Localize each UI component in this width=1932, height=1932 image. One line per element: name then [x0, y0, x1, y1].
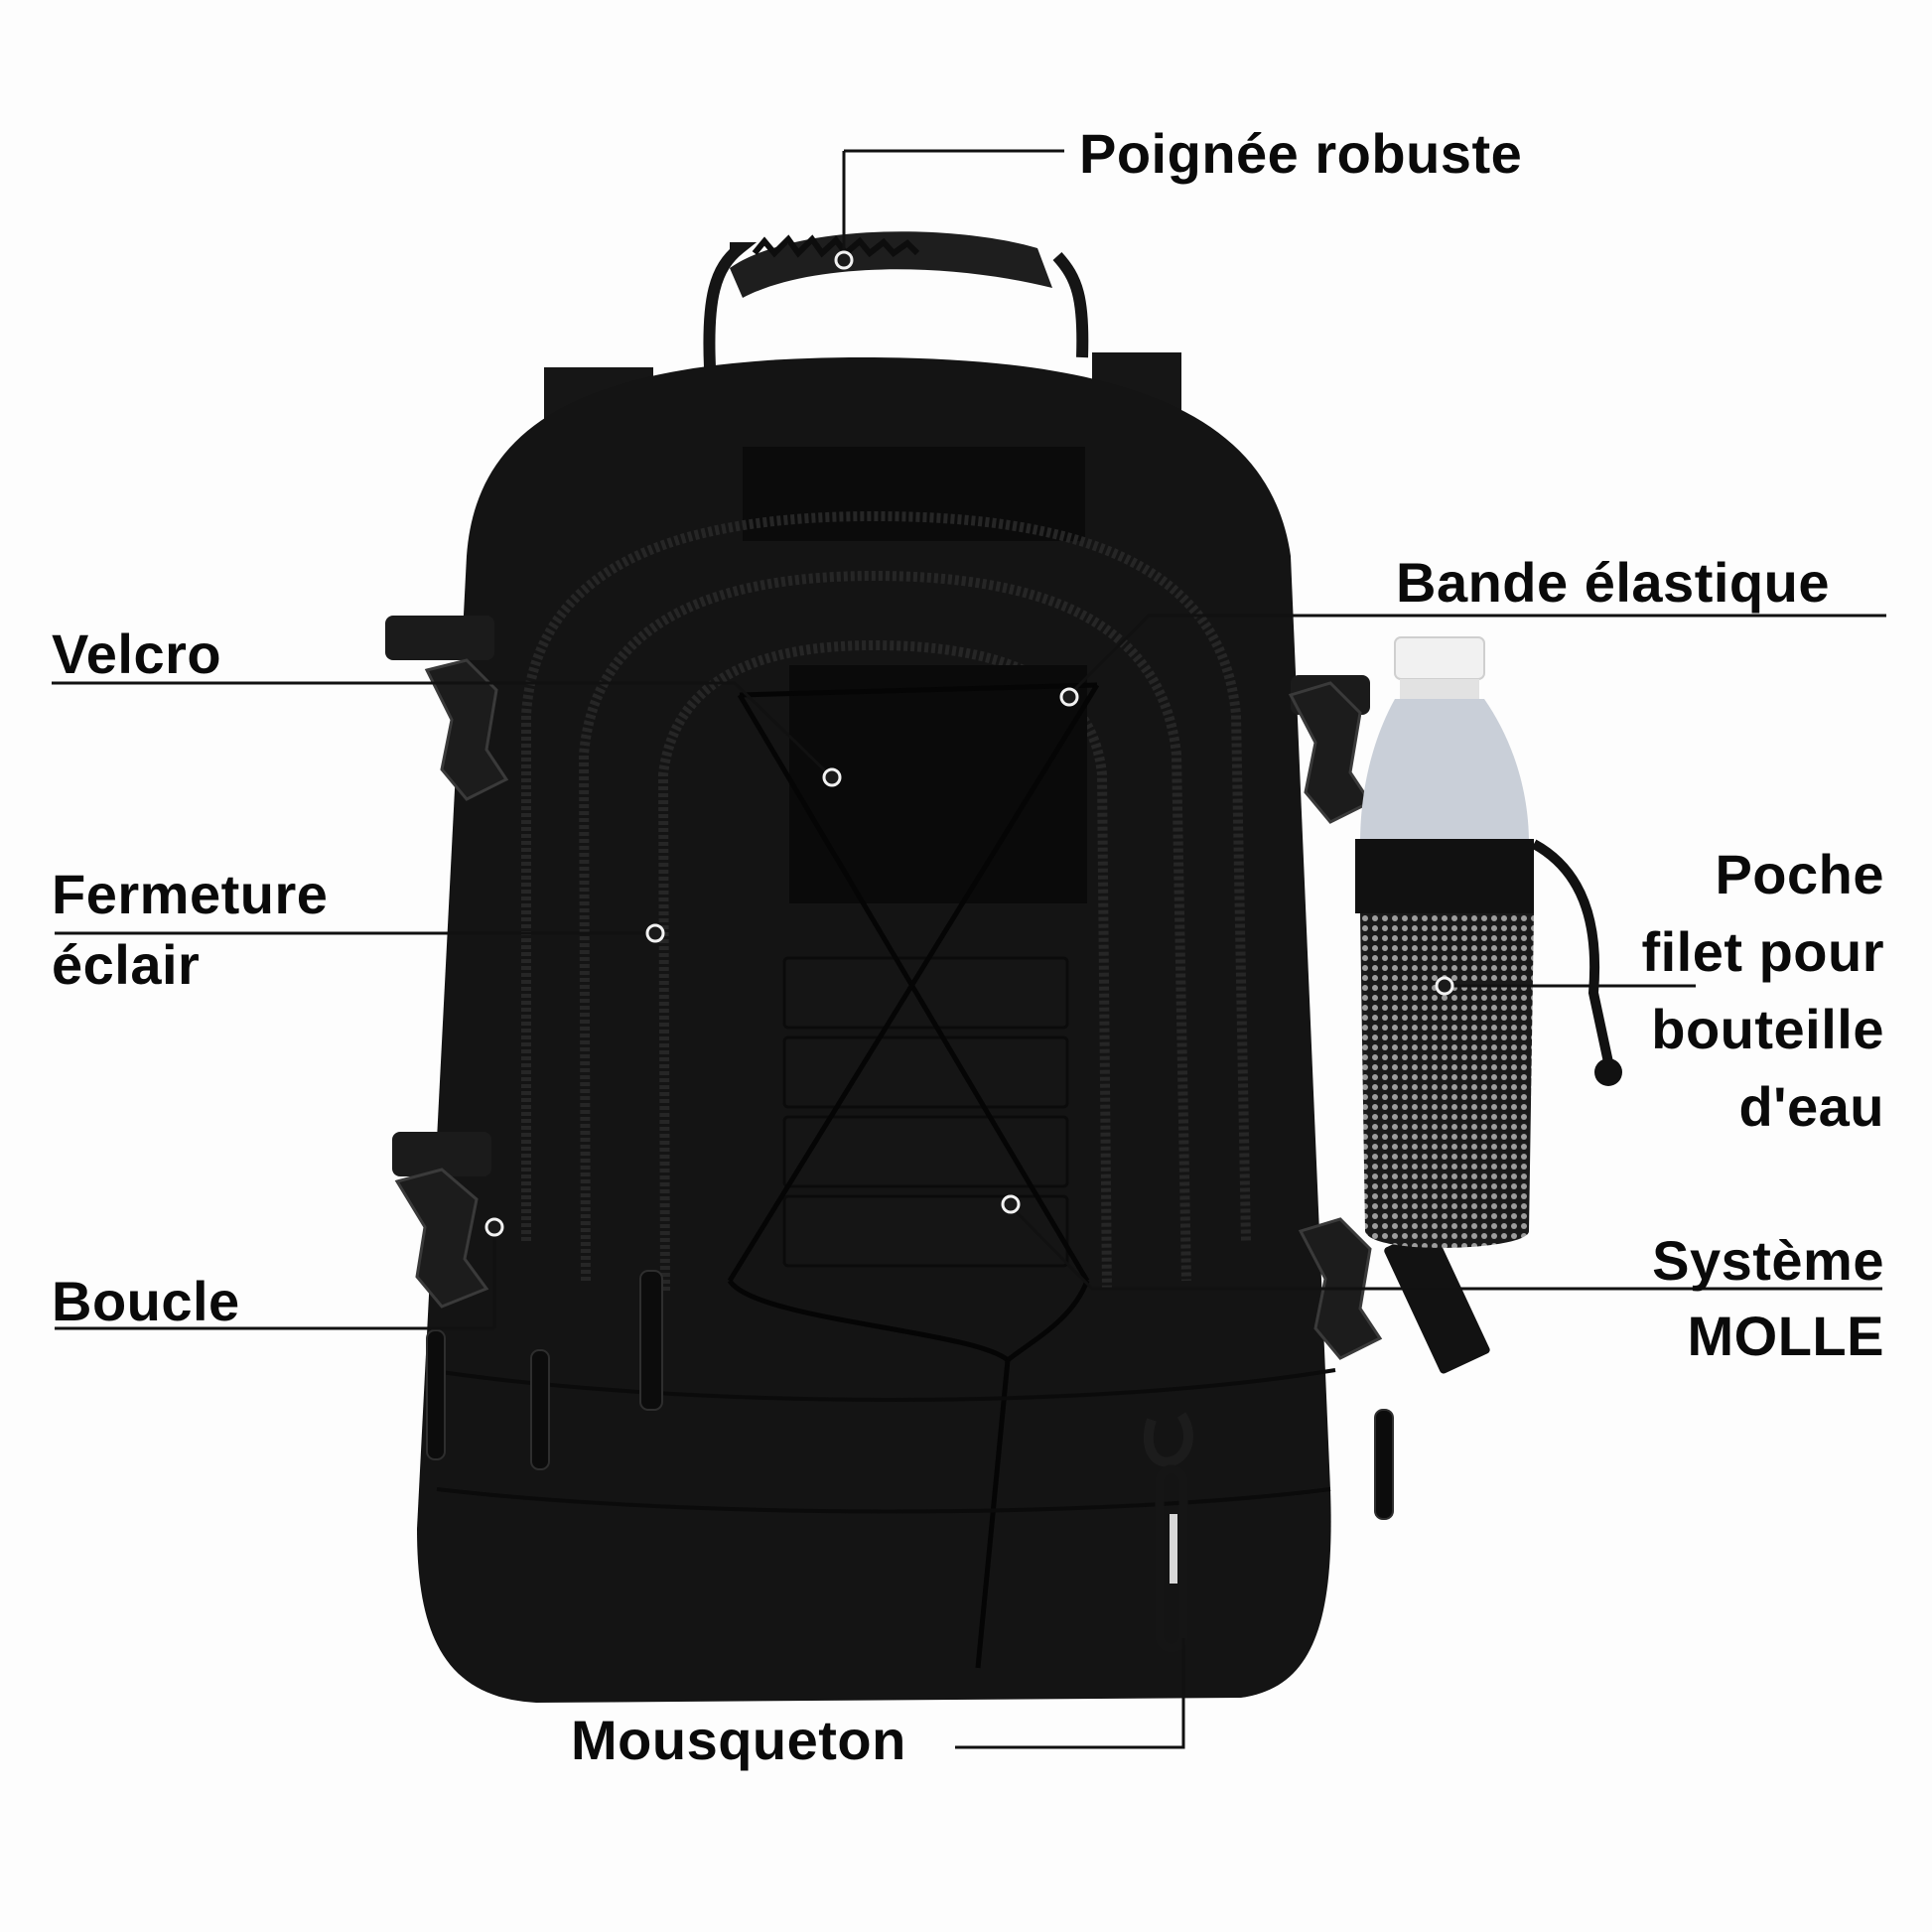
marker-molle: [1001, 1194, 1021, 1214]
callout-markers: [484, 250, 1454, 1237]
marker-zipper: [645, 923, 665, 943]
marker-velcro: [822, 767, 842, 787]
label-bottle-pocket-line1: Poche: [1715, 843, 1884, 905]
label-buckle: Boucle: [52, 1270, 240, 1333]
marker-buckle: [484, 1217, 504, 1237]
label-molle-line1: Système: [1652, 1229, 1884, 1292]
label-handle: Poignée robuste: [1079, 122, 1523, 186]
label-bottle-pocket-line4: d'eau: [1738, 1075, 1884, 1138]
label-zipper: Fermeture éclair: [52, 863, 329, 996]
label-carabiner: Mousqueton: [571, 1709, 906, 1772]
label-elastic-band: Bande élastique: [1396, 551, 1830, 615]
label-bottle-pocket-line3: bouteille: [1651, 998, 1884, 1060]
label-velcro: Velcro: [52, 622, 222, 686]
mesh-bottle-pocket: [1355, 839, 1622, 1248]
label-bottle-pocket-line2: filet pour: [1641, 920, 1884, 983]
callout-lines: [52, 149, 1886, 1749]
label-molle-line2: MOLLE: [1687, 1305, 1884, 1367]
side-strap-left-bottom: [392, 1132, 491, 1176]
label-zipper-line1: Fermeture: [52, 863, 329, 925]
side-strap-left-top: [385, 616, 494, 660]
water-bottle: [1360, 636, 1529, 844]
label-zipper-line2: éclair: [52, 932, 201, 996]
marker-bottle-pocket: [1435, 976, 1454, 996]
handle: [703, 231, 1089, 368]
elastic-bungee: [727, 682, 1100, 1669]
marker-elastic: [1059, 687, 1079, 707]
label-carabiner-text: Mousqueton: [571, 1709, 906, 1771]
label-elastic-band-text: Bande élastique: [1396, 551, 1830, 614]
label-velcro-text: Velcro: [52, 622, 222, 685]
top-velcro-patch: [743, 447, 1085, 541]
label-bottle-pocket: Poche filet pour bouteille d'eau: [1641, 836, 1884, 1146]
label-molle: Système MOLLE: [1652, 1223, 1884, 1374]
carabiner: [1143, 1412, 1193, 1653]
label-buckle-text: Boucle: [52, 1270, 240, 1332]
marker-handle: [834, 250, 854, 270]
label-handle-text: Poignée robuste: [1079, 122, 1523, 185]
